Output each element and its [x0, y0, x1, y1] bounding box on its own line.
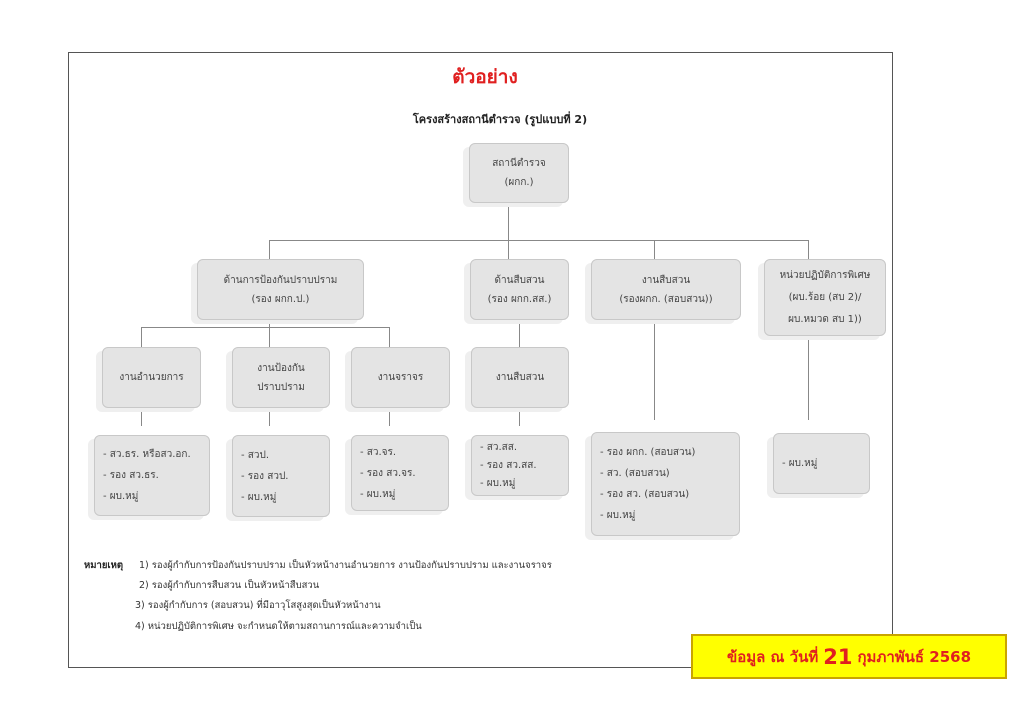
chart-subtitle: โครงสร้างสถานีตำรวจ (รูปแบบที่ 2) [412, 113, 588, 126]
box-line: - ผบ.หมู่ [103, 491, 139, 502]
org-box-staff-prevention: - สวป. - รอง สวป. - ผบ.หมู่ [232, 435, 330, 517]
box-line: งานอำนวยการ [119, 372, 184, 383]
org-box-investigation-side: ด้านสืบสวน (รอง ผกก.สส.) [470, 259, 569, 320]
box-line: - สว.สส. [480, 441, 518, 453]
box-line: - ผบ.หมู่ [600, 510, 636, 521]
connector [654, 320, 655, 420]
note-item: 1) รองผู้กำกับการป้องกันปราบปราม เป็นหัว… [139, 560, 552, 571]
connector [389, 327, 390, 347]
box-line: งานจราจร [377, 372, 424, 383]
connector [141, 327, 390, 328]
connector [389, 408, 390, 426]
box-line: - ผบ.หมู่ [241, 491, 277, 503]
box-line: หน่วยปฏิบัติการพิเศษ [779, 269, 871, 281]
connector [269, 240, 809, 241]
box-line: (รอง ผกก.สส.) [487, 293, 552, 305]
org-box-special-ops: หน่วยปฏิบัติการพิเศษ (ผบ.ร้อย (สบ 2)/ ผบ… [764, 259, 886, 336]
box-line: - รอง สว.ธร. [103, 470, 159, 481]
page-title: ตัวอย่าง [452, 66, 518, 88]
box-line: - ผบ.หมู่ [782, 458, 818, 469]
box-line: - รอง สว. (สอบสวน) [600, 489, 690, 500]
org-box-police-station: สถานีตำรวจ (ผกก.) [469, 143, 569, 203]
connector [141, 408, 142, 426]
note-item: 2) รองผู้กำกับการสืบสวน เป็นหัวหน้าสืบสว… [139, 580, 320, 591]
connector [269, 327, 270, 347]
org-box-staff-admin: - สว.ธร. หรือสว.อก. - รอง สว.ธร. - ผบ.หม… [94, 435, 210, 516]
connector [519, 320, 520, 347]
box-line: - สว.ธร. หรือสว.อก. [103, 449, 191, 460]
connector [508, 203, 509, 240]
connector [269, 240, 270, 259]
stamp-day: 21 [823, 644, 853, 669]
stamp-prefix: ข้อมูล ณ วันที่ [726, 647, 819, 666]
box-line: (ผกก.) [504, 177, 534, 188]
org-box-prevention-work: งานป้องกัน ปราบปราม [232, 347, 330, 408]
box-line: ปราบปราม [257, 381, 305, 393]
box-line: - ผบ.หมู่ [360, 488, 396, 500]
box-line: - สว.จร. [360, 446, 397, 458]
box-line: - สวป. [241, 449, 270, 461]
stamp-suffix: กุมภาพันธ์ 2568 [857, 647, 972, 666]
org-box-staff-investigation: - สว.สส. - รอง สว.สส. - ผบ.หมู่ [471, 435, 569, 496]
box-line: (รอง ผกก.ป.) [251, 293, 310, 305]
box-line: - รอง ผกก. (สอบสวน) [600, 447, 696, 458]
box-line: - รอง สว.จร. [360, 467, 416, 479]
box-line: - รอง สวป. [241, 470, 289, 482]
box-line: (ผบ.ร้อย (สบ 2)/ [788, 291, 862, 303]
box-line: ด้านการป้องกันปราบปราม [223, 274, 338, 286]
org-box-staff-traffic: - สว.จร. - รอง สว.จร. - ผบ.หมู่ [351, 435, 449, 511]
box-line: ผบ.หมวด สบ 1)) [788, 313, 862, 325]
connector [508, 240, 509, 259]
org-box-investigation-work: งานสืบสวน [471, 347, 569, 408]
org-box-inquiry: งานสืบสวน (รองผกก. (สอบสวน)) [591, 259, 741, 320]
connector [269, 408, 270, 426]
box-line: ด้านสืบสวน [494, 274, 545, 286]
box-line: - รอง สว.สส. [480, 459, 537, 471]
box-line: งานสืบสวน [495, 372, 545, 383]
box-line: - ผบ.หมู่ [480, 477, 516, 489]
box-line: (รองผกก. (สอบสวน)) [619, 293, 713, 305]
org-box-prevention: ด้านการป้องกันปราบปราม (รอง ผกก.ป.) [197, 259, 364, 320]
data-date-stamp: ข้อมูล ณ วันที่ 21 กุมภาพันธ์ 2568 [691, 634, 1007, 679]
org-box-traffic: งานจราจร [351, 347, 450, 408]
note-item: 4) หน่วยปฏิบัติการพิเศษ จะกำหนดให้ตามสถา… [135, 621, 422, 632]
connector [269, 320, 270, 328]
document-frame [68, 52, 893, 668]
org-box-staff-inquiry: - รอง ผกก. (สอบสวน) - สว. (สอบสวน) - รอง… [591, 432, 740, 536]
connector [654, 240, 655, 259]
notes-label: หมายเหตุ [84, 560, 124, 571]
box-line: - สว. (สอบสวน) [600, 468, 670, 479]
connector [808, 336, 809, 420]
org-box-admin: งานอำนวยการ [102, 347, 201, 408]
connector [519, 408, 520, 426]
note-item: 3) รองผู้กำกับการ (สอบสวน) ที่มีอาวุโสสู… [135, 600, 381, 611]
box-line: งานป้องกัน [257, 362, 305, 374]
box-line: งานสืบสวน [641, 274, 691, 286]
box-line: สถานีตำรวจ [492, 158, 546, 169]
connector [808, 240, 809, 259]
org-box-staff-special: - ผบ.หมู่ [773, 433, 870, 494]
connector [141, 327, 142, 347]
